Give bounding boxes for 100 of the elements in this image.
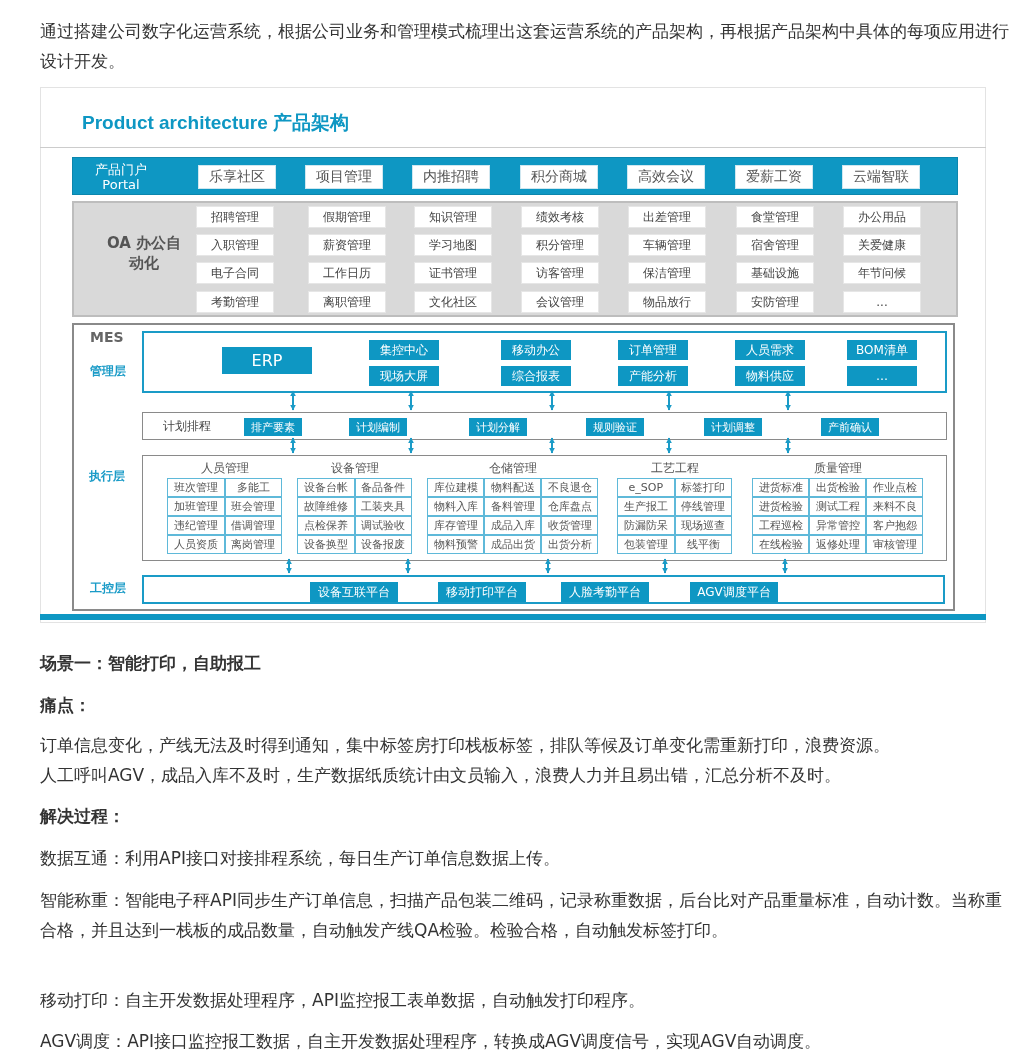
paragraph: 移动打印：自主开发数据处理程序，API监控报工表单数据，自动触发打印程序。 — [40, 989, 646, 1012]
oa-item: 会议管理 — [521, 291, 599, 313]
double-arrow — [408, 390, 414, 411]
portal-item: 内推招聘 — [412, 165, 490, 189]
portal-item: 积分商城 — [520, 165, 598, 189]
module-group — [167, 461, 282, 556]
section-heading: 痛点： — [40, 694, 92, 717]
table-cell: 生产报工 — [617, 497, 675, 516]
module-tag: … — [847, 366, 917, 386]
table-cell: 成品出货 — [484, 535, 541, 554]
section-heading: 场景一：智能打印，自助报工 — [40, 652, 262, 675]
oa-item: 宿舍管理 — [736, 234, 814, 256]
double-arrow — [549, 390, 555, 411]
table-cell: 现场巡查 — [674, 516, 732, 535]
table-cell: 设备台帐 — [297, 478, 355, 497]
double-arrow — [408, 437, 414, 454]
table-cell: 物料预警 — [427, 535, 484, 554]
portal-item: 云端智联 — [842, 165, 920, 189]
oa-item: ... — [843, 291, 921, 313]
oa-item: 访客管理 — [521, 262, 599, 284]
table-cell: 在线检验 — [752, 535, 809, 554]
oa-item: 工作日历 — [308, 262, 386, 284]
table-cell: 备料管理 — [484, 497, 541, 516]
table-cell: 物料入库 — [427, 497, 484, 516]
group-heading: 设备管理 — [329, 461, 380, 476]
table-cell: 借调管理 — [224, 516, 282, 535]
platform-tag: 移动打印平台 — [438, 582, 526, 602]
table-cell: 工程巡检 — [752, 516, 809, 535]
table-cell: 库存管理 — [427, 516, 484, 535]
table-cell: 仓库盘点 — [541, 497, 598, 516]
module-tag: 计划分解 — [469, 418, 527, 436]
double-arrow — [549, 437, 555, 454]
module-tag: 人员需求 — [735, 340, 805, 360]
table-cell: 物料配送 — [484, 478, 541, 497]
paragraph: 订单信息变化，产线无法及时得到通知，集中标签房打印栈板标签，排队等候及订单变化需重新打印，浪费资源。 — [40, 734, 891, 757]
table-cell: 出货检验 — [809, 478, 866, 497]
table-cell: 离岗管理 — [224, 535, 282, 554]
table-cell: 调试验收 — [354, 516, 412, 535]
table-cell: 人员资质 — [167, 535, 225, 554]
paragraph: 智能称重：智能电子秤API同步生产订单信息，扫描产品包装二维码，记录称重数据，后台比对产品重量标准，自动计数。当称重合格，并且达到一栈板的成品数量，自动触发产线QA检验。检验合格，自动触发标签打印。 — [40, 889, 1003, 942]
module-tag: 计划编制 — [349, 418, 407, 436]
double-arrow — [785, 390, 791, 411]
table-cell: 进货标准 — [752, 478, 809, 497]
table-cell: 出货分析 — [541, 535, 598, 554]
oa-item: 车辆管理 — [628, 234, 706, 256]
oa-band — [72, 201, 958, 317]
table-cell: 收货管理 — [541, 516, 598, 535]
table-cell: 审核管理 — [866, 535, 923, 554]
oa-item: 文化社区 — [414, 291, 492, 313]
section-heading: 解决过程： — [40, 805, 126, 828]
table-cell: 标签打印 — [674, 478, 732, 497]
double-arrow — [785, 437, 791, 454]
table-cell: 多能工 — [224, 478, 282, 497]
platform-tag: AGV调度平台 — [690, 582, 778, 602]
portal-item: 爱薪工资 — [735, 165, 813, 189]
double-arrow — [290, 437, 296, 454]
mes-frame — [72, 323, 955, 611]
paragraph: AGV调度：API接口监控报工数据，自主开发数据处理程序，转换成AGV调度信号，实现AGV自动调度。 — [40, 1030, 823, 1053]
table-cell: 加班管理 — [167, 497, 225, 516]
module-tag: 订单管理 — [618, 340, 688, 360]
group-heading: 工艺工程 — [649, 461, 700, 476]
module-tag: 物料供应 — [735, 366, 805, 386]
group-heading: OA 办公自动化 — [105, 233, 183, 273]
oa-item: 办公用品 — [843, 206, 921, 228]
module-tag: 现场大屏 — [369, 366, 439, 386]
table-cell: 成品入库 — [484, 516, 541, 535]
table-cell: 点检保养 — [297, 516, 355, 535]
double-arrow — [545, 558, 551, 574]
module-tag: 排产要素 — [244, 418, 302, 436]
portal-band — [72, 157, 958, 195]
table-cell: 故障维修 — [297, 497, 355, 516]
oa-item: 电子合同 — [196, 262, 274, 284]
group-heading: 人员管理 — [199, 461, 250, 476]
group-heading: 工控层 — [90, 580, 126, 597]
table-cell: 班次管理 — [167, 478, 225, 497]
oa-item: 学习地图 — [414, 234, 492, 256]
oa-item: 假期管理 — [308, 206, 386, 228]
double-arrow — [666, 390, 672, 411]
portal-item: 高效会议 — [627, 165, 705, 189]
group-heading: 仓储管理 — [487, 461, 538, 476]
portal-item: 项目管理 — [305, 165, 383, 189]
oa-item: 证书管理 — [414, 262, 492, 284]
oa-item: 招聘管理 — [196, 206, 274, 228]
table-cell: 返修处理 — [809, 535, 866, 554]
planning-frame — [142, 412, 947, 440]
double-arrow — [290, 390, 296, 411]
module-group — [752, 461, 923, 556]
portal-item: 乐享社区 — [198, 165, 276, 189]
oa-item: 离职管理 — [308, 291, 386, 313]
table-cell: 工装夹具 — [354, 497, 412, 516]
oa-item: 基础设施 — [736, 262, 814, 284]
table-cell: 进货检验 — [752, 497, 809, 516]
group-heading: 质量管理 — [812, 461, 863, 476]
module-tag: 计划调整 — [704, 418, 762, 436]
table-cell: 防漏防呆 — [617, 516, 675, 535]
oa-item: 绩效考核 — [521, 206, 599, 228]
oa-item: 年节问候 — [843, 262, 921, 284]
table-cell: 客户抱怨 — [866, 516, 923, 535]
module-tag: BOM清单 — [847, 340, 917, 360]
oa-item: 积分管理 — [521, 234, 599, 256]
